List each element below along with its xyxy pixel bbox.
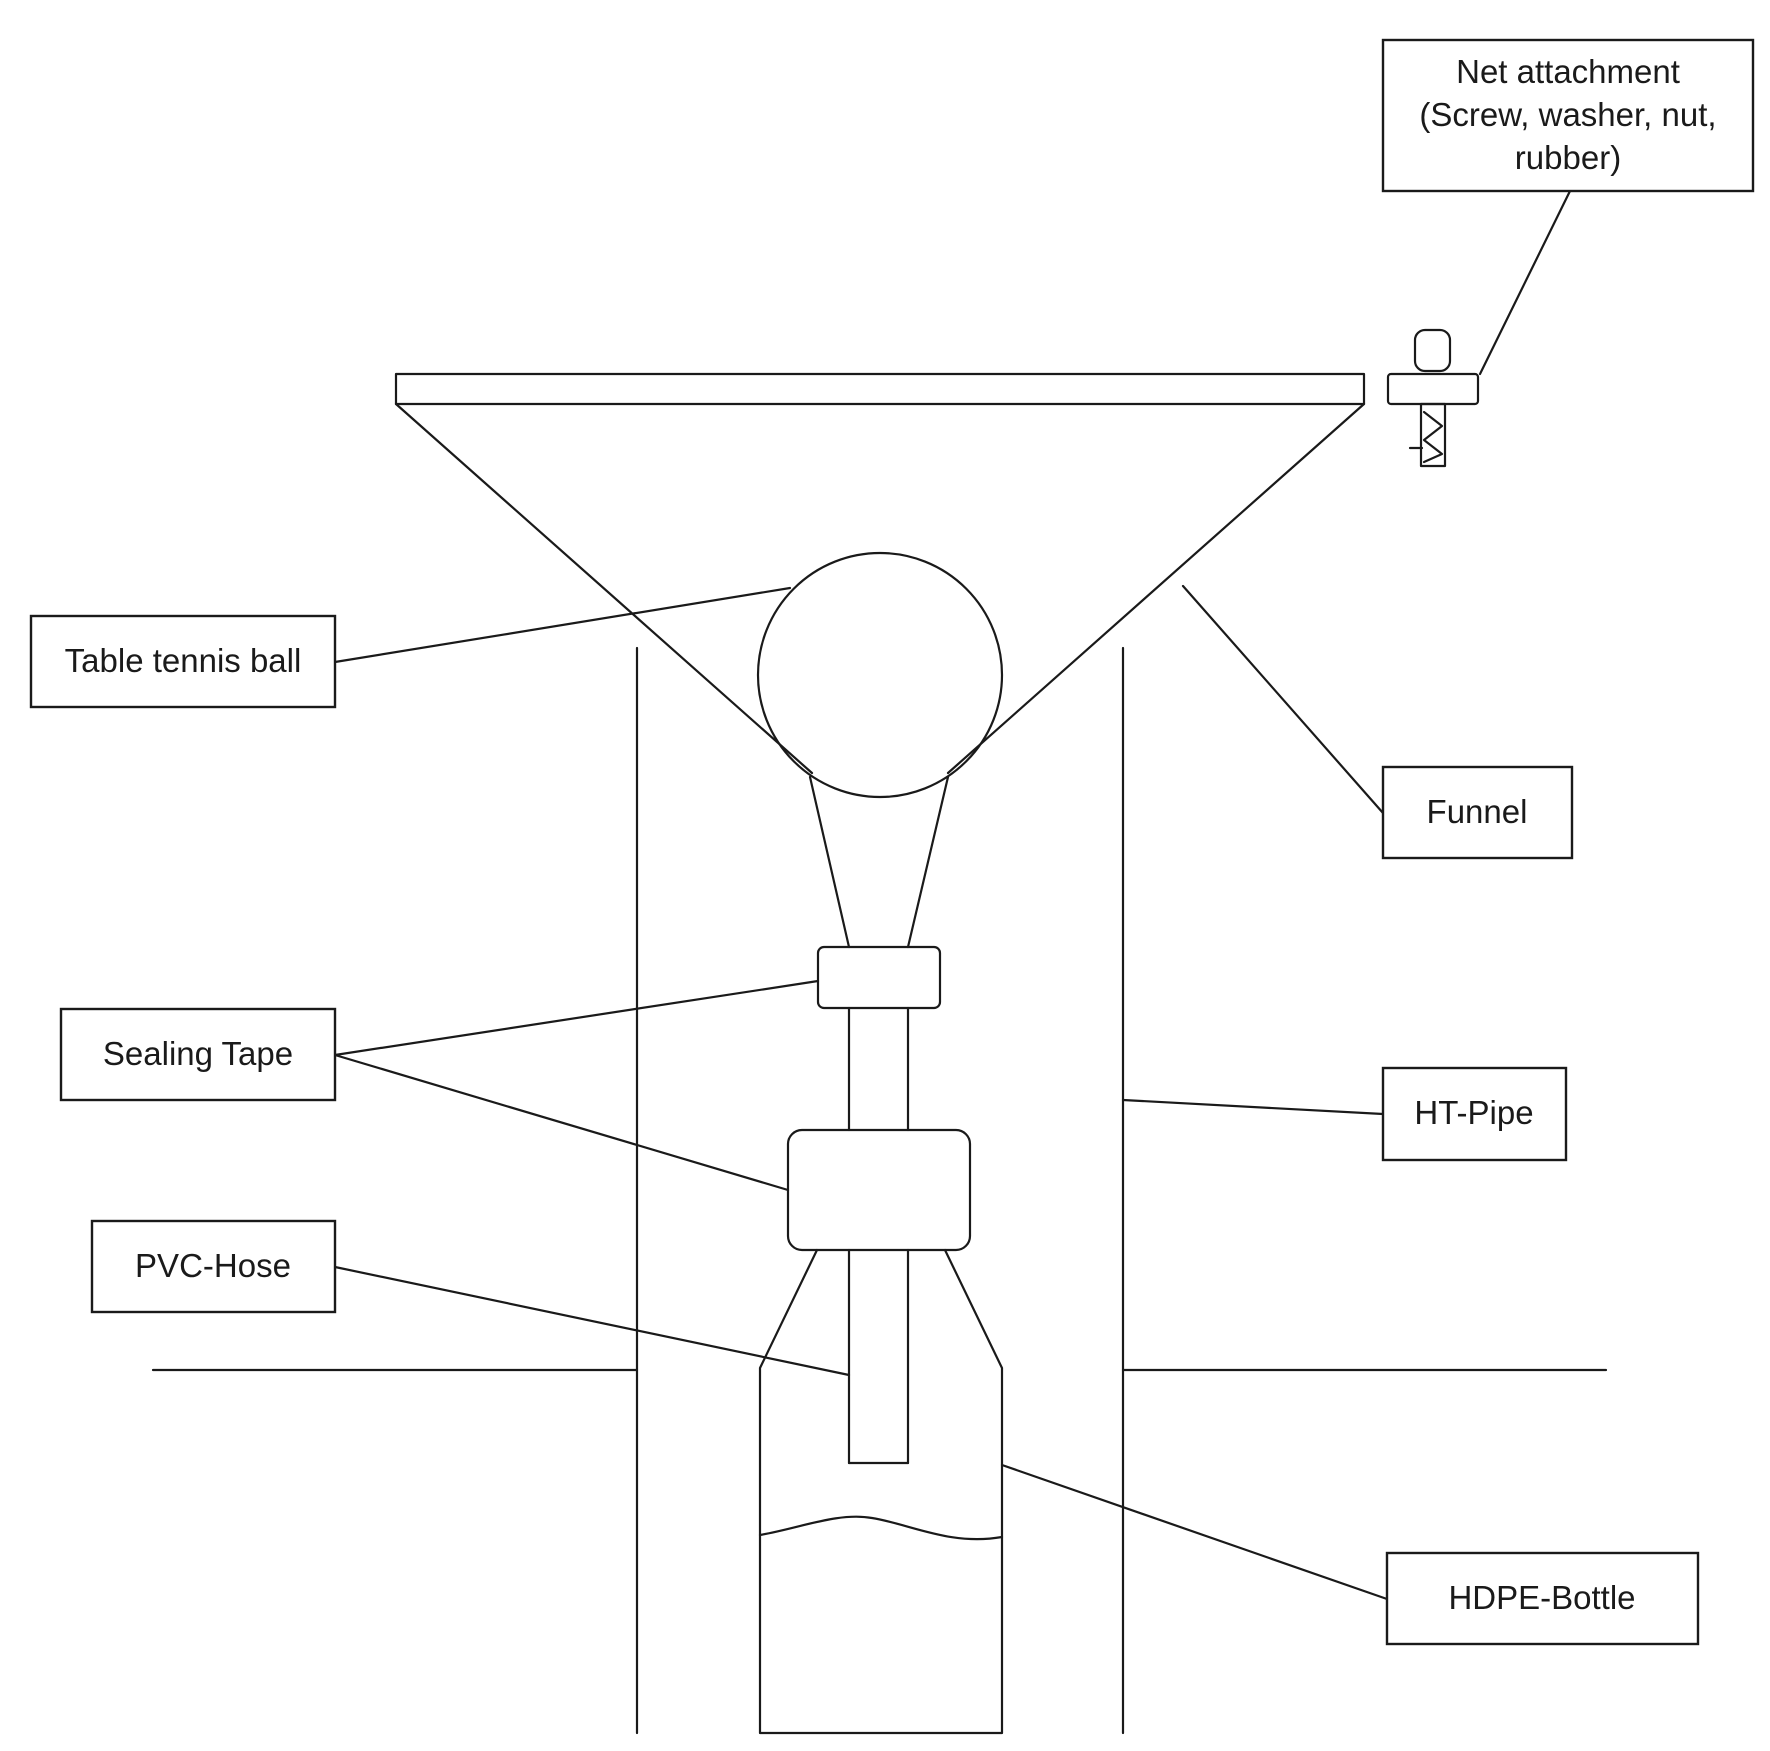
label-hdpe-bottle: HDPE-Bottle [1385, 1551, 1700, 1646]
nut [1413, 328, 1452, 373]
leader-net-attachment [1478, 189, 1572, 376]
table-tennis-ball [756, 551, 1004, 799]
hdpe-bottle-label: HDPE-Bottle [1448, 1579, 1635, 1616]
sealing-tape-label: Sealing Tape [103, 1035, 293, 1072]
washer [1386, 372, 1480, 406]
water-level [758, 1515, 1004, 1541]
label-net-attachment: Net attachment (Screw, washer, nut, rubb… [1381, 38, 1755, 193]
screw [1419, 402, 1447, 468]
table-tennis-ball-label: Table tennis ball [65, 642, 302, 679]
sealing-tape-lower [786, 1128, 972, 1252]
ht-pipe-label: HT-Pipe [1414, 1094, 1533, 1131]
pvc-hose-label: PVC-Hose [135, 1247, 291, 1284]
label-funnel: Funnel [1381, 765, 1574, 860]
label-table-tennis-ball: Table tennis ball [29, 614, 337, 709]
net-attachment-line-1: Net attachment [1456, 53, 1680, 90]
net-attachment-line-3: rubber) [1515, 139, 1621, 176]
leader-pvc-hose [333, 1265, 851, 1377]
label-sealing-tape: Sealing Tape [59, 1007, 337, 1102]
funnel-rim [394, 372, 1366, 406]
leader-sealing-tape-upper [333, 979, 820, 1057]
label-ht-pipe: HT-Pipe [1381, 1066, 1568, 1162]
funnel-neck [808, 775, 950, 949]
funnel-label: Funnel [1427, 793, 1528, 830]
leader-table-tennis-ball [333, 586, 792, 664]
net-attachment-hardware [1386, 328, 1480, 468]
hdpe-bottle [758, 1248, 1004, 1735]
leader-sealing-tape-lower [333, 1053, 790, 1192]
leader-hdpe-bottle [1000, 1463, 1389, 1601]
leader-funnel [1181, 584, 1385, 815]
net-attachment-line-2: (Screw, washer, nut, [1419, 96, 1716, 133]
funnel [394, 372, 1366, 775]
screw-thread [1422, 410, 1444, 464]
sealing-tape-upper [816, 945, 942, 1010]
leader-ht-pipe [1121, 1098, 1385, 1116]
label-pvc-hose: PVC-Hose [90, 1219, 337, 1314]
ht-pipe [635, 646, 1125, 1735]
leader-lines [333, 189, 1572, 1601]
pvc-hose [847, 1006, 910, 1465]
